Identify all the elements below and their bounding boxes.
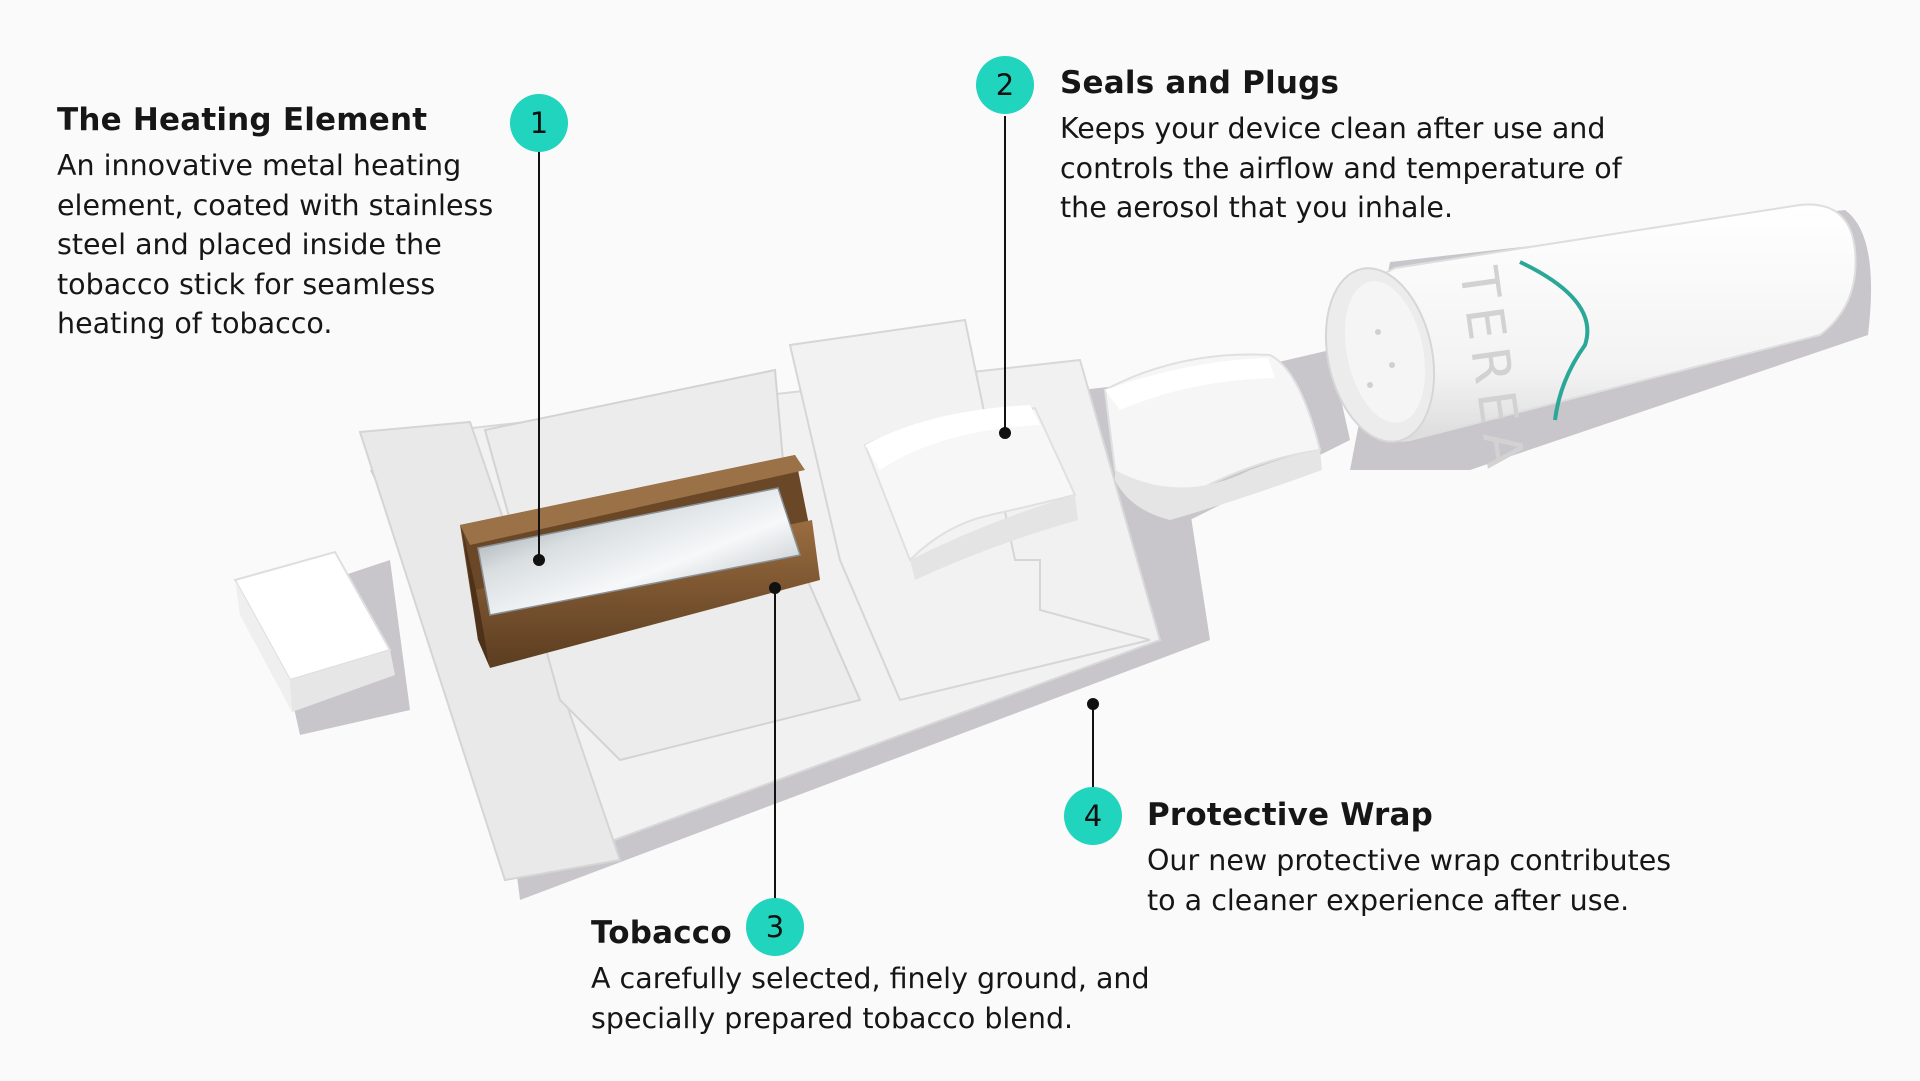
teal-stripe bbox=[1519, 260, 1590, 421]
callout-tobacco: Tobacco A carefully selected, finely gro… bbox=[591, 915, 1191, 1038]
callout-4-title: Protective Wrap bbox=[1147, 797, 1434, 833]
callout-4-description: Our new protective wrap contributes to a… bbox=[1147, 844, 1672, 917]
callout-1-title: The Heating Element bbox=[57, 102, 428, 138]
callout-seals-and-plugs: Seals and Plugs Keeps your device clean … bbox=[1060, 65, 1660, 228]
tobacco-block-illustration bbox=[460, 455, 820, 668]
callout-2-number-badge: 2 bbox=[976, 56, 1034, 114]
callout-3-description: A carefully selected, finely ground, and… bbox=[591, 962, 1150, 1035]
metal-heating-element bbox=[477, 487, 801, 616]
callout-heating-element: The Heating Element An innovative metal … bbox=[57, 102, 517, 344]
callout-protective-wrap: Protective Wrap Our new protective wrap … bbox=[1147, 797, 1707, 920]
end-plug-illustration bbox=[233, 550, 395, 712]
leader-dot-4 bbox=[1087, 698, 1099, 710]
mouthpiece-tube-illustration: TEREA bbox=[1324, 203, 1857, 479]
callout-2-title: Seals and Plugs bbox=[1060, 65, 1340, 101]
filter-plug-2-illustration bbox=[1103, 353, 1322, 520]
leader-dot-3 bbox=[769, 582, 781, 594]
callout-leaders bbox=[533, 116, 1099, 900]
callout-3-title: Tobacco bbox=[591, 915, 732, 951]
callout-4-number-badge: 4 bbox=[1064, 787, 1122, 845]
callout-2-description: Keeps your device clean after use and co… bbox=[1060, 112, 1622, 224]
callout-1-description: An innovative metal heating element, coa… bbox=[57, 149, 494, 340]
callout-1-number-badge: 1 bbox=[510, 94, 568, 152]
filter-plug-1-illustration bbox=[863, 405, 1078, 580]
leader-dot-2 bbox=[999, 427, 1011, 439]
leader-dot-1 bbox=[533, 554, 545, 566]
callout-3-number-badge: 3 bbox=[746, 898, 804, 956]
